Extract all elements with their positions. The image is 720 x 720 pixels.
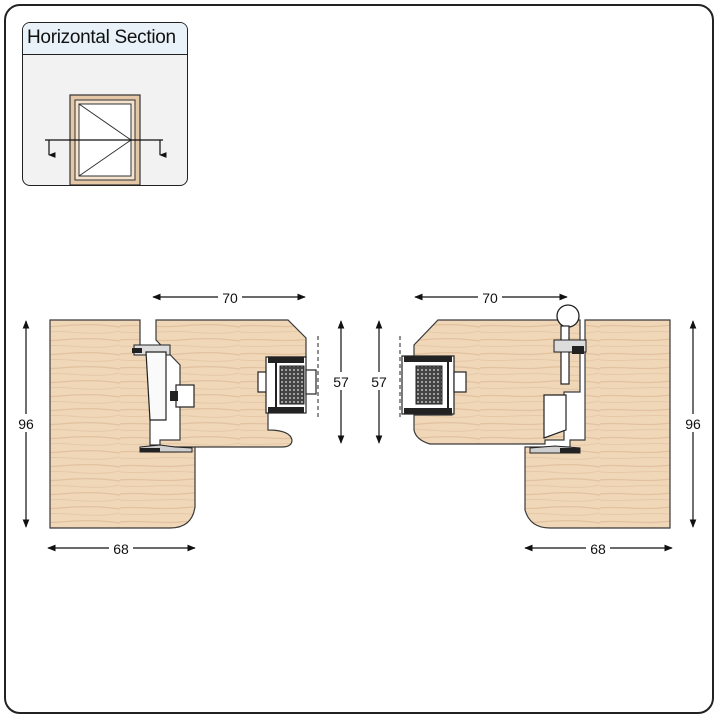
dimension-left-height: 96 xyxy=(14,320,38,528)
left-bottom-seal xyxy=(139,444,193,453)
right-handle-hardware xyxy=(543,304,587,439)
dimension-left-top: 70 xyxy=(152,289,306,306)
dimension-left-inner-height: 57 xyxy=(329,320,353,444)
dimension-label: 57 xyxy=(333,374,349,390)
dimension-right-top: 70 xyxy=(414,289,568,306)
dimension-left-bottom: 68 xyxy=(47,540,196,557)
dimension-label: 68 xyxy=(113,541,129,557)
window-elevation-icon xyxy=(45,94,167,185)
dimension-label: 96 xyxy=(18,416,34,432)
dimension-label: 70 xyxy=(482,290,498,306)
dimension-label: 96 xyxy=(685,416,701,432)
dimension-right-inner-height: 57 xyxy=(367,320,391,444)
right-section xyxy=(399,304,671,529)
left-hinge xyxy=(132,344,195,421)
right-outer-frame xyxy=(524,319,671,529)
section-key: Horizontal Section xyxy=(22,22,188,186)
dimension-right-height: 96 xyxy=(681,320,705,528)
dimension-label: 57 xyxy=(371,374,387,390)
section-key-title: Horizontal Section xyxy=(23,23,187,55)
right-bottom-seal xyxy=(529,445,581,454)
right-glazing-unit xyxy=(399,336,467,420)
left-section xyxy=(49,319,319,529)
dimension-label: 70 xyxy=(222,290,238,306)
dimension-label: 68 xyxy=(590,541,606,557)
left-glazing-unit xyxy=(257,336,319,420)
dimension-right-bottom: 68 xyxy=(524,540,673,557)
